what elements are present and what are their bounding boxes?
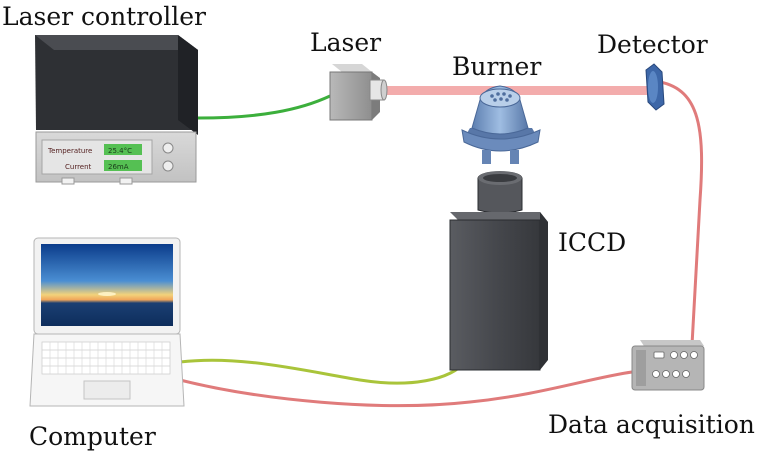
controller-to-laser-cable: [197, 94, 331, 120]
burner: [461, 85, 541, 164]
computer-to-iccd-cable: [179, 358, 467, 385]
detector-to-daq-cable: [659, 80, 704, 346]
current-label: Current: [65, 163, 92, 171]
controller-knob-bottom[interactable]: [162, 160, 174, 172]
detector: [645, 63, 665, 111]
label-detector: Detector: [597, 30, 708, 59]
laptop-touchpad: [83, 380, 131, 400]
label-laser-controller: Laser controller: [2, 2, 206, 31]
laser-beam: [382, 86, 647, 95]
label-laser: Laser: [310, 28, 382, 57]
temperature-label: Temperature: [47, 147, 92, 155]
controller-foot-left: [61, 177, 75, 185]
label-iccd: ICCD: [558, 228, 627, 257]
iccd-camera: [449, 171, 548, 371]
controller-foot-right: [119, 177, 133, 185]
label-burner: Burner: [452, 52, 542, 81]
laser-controller: Temperature 25.4°C Current 26mA: [35, 35, 198, 185]
laser-source: [329, 64, 388, 121]
current-value: 26mA: [108, 163, 129, 171]
label-data-acquisition: Data acquisition: [548, 410, 755, 439]
temperature-value: 25.4°C: [108, 147, 132, 155]
controller-knob-top[interactable]: [162, 142, 174, 154]
computer-to-daq-cable: [179, 370, 633, 408]
data-acquisition-unit: [631, 340, 705, 391]
laptop-screen: [41, 244, 173, 326]
label-computer: Computer: [29, 422, 156, 451]
laptop-computer: [29, 237, 185, 407]
